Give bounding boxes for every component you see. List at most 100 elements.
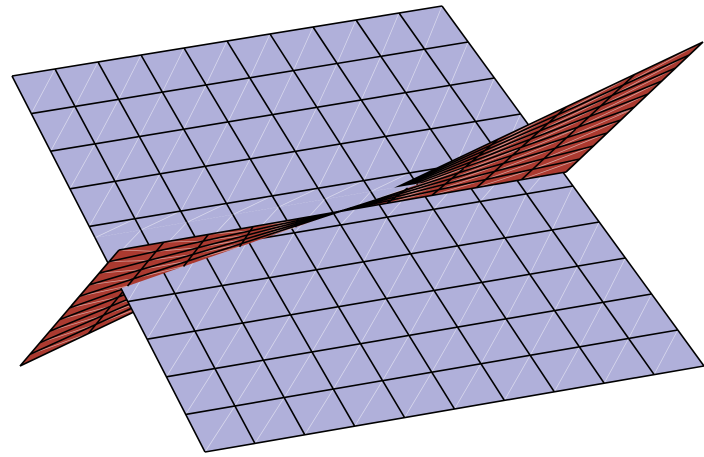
blue-back-mesh-line bbox=[50, 106, 76, 152]
blue-front-mesh-line bbox=[268, 232, 295, 278]
blue-front-mesh-line bbox=[385, 253, 411, 299]
blue-front-mesh-line bbox=[290, 269, 317, 316]
blue-back-mesh-line bbox=[114, 136, 140, 182]
red-upper-mesh-line bbox=[503, 137, 567, 164]
blue-front-mesh-line bbox=[529, 310, 555, 356]
red-upper-surface bbox=[71, 109, 632, 306]
red-lower-mesh-line bbox=[600, 67, 676, 107]
blue-front-mesh-line bbox=[529, 229, 553, 275]
blue-back-mesh-line bbox=[134, 173, 161, 219]
blue-back-mesh-line bbox=[227, 77, 251, 123]
blue-front-mesh-line bbox=[360, 298, 387, 344]
red-upper-mesh-line bbox=[494, 147, 556, 172]
blue-front-mesh-line bbox=[166, 330, 196, 377]
blue-back-grid-line bbox=[97, 61, 188, 223]
blue-back-mesh-line bbox=[204, 121, 229, 167]
blue-back-mesh-line bbox=[159, 129, 185, 175]
red-upper-mesh-line bbox=[543, 132, 608, 160]
blue-front-mesh-line bbox=[457, 201, 481, 247]
blue-back-mesh-line bbox=[316, 63, 338, 108]
blue-back-grid-line bbox=[269, 33, 372, 192]
blue-back-grid-line bbox=[54, 68, 142, 231]
blue-back-mesh-line bbox=[278, 187, 319, 208]
blue-back-mesh-line bbox=[380, 12, 400, 57]
blue-back-grid-line bbox=[355, 19, 464, 177]
red-lower-mesh-line bbox=[59, 305, 112, 320]
blue-front-mesh-line bbox=[146, 293, 176, 340]
red-lower-mesh-line bbox=[611, 54, 690, 96]
blue-front-mesh-line bbox=[505, 274, 531, 320]
blue-back-grid-line bbox=[312, 26, 418, 185]
blue-back-mesh-line bbox=[449, 41, 469, 86]
blue-front-mesh-line bbox=[234, 360, 264, 407]
blue-front-mesh-line bbox=[214, 322, 244, 369]
blue-front-mesh-line bbox=[579, 302, 604, 348]
red-upper-grid-line bbox=[520, 128, 577, 181]
red-upper-mesh-line bbox=[485, 158, 545, 180]
blue-front-mesh-line bbox=[338, 261, 364, 307]
blue-front-grid-line bbox=[416, 183, 555, 393]
blue-front-mesh-line bbox=[410, 209, 434, 255]
blue-front-mesh-line bbox=[254, 397, 285, 444]
red-upper-mesh-line bbox=[163, 240, 204, 243]
blue-back-mesh-line bbox=[205, 40, 228, 86]
blue-front-mesh-line bbox=[185, 368, 216, 415]
blue-front-mesh-line bbox=[454, 363, 482, 410]
blue-back-grid-line bbox=[226, 40, 326, 200]
blue-back-mesh-line bbox=[360, 56, 382, 101]
blue-back-mesh-line bbox=[139, 91, 163, 137]
blue-front-mesh-line bbox=[283, 351, 313, 398]
blue-back-grid-line bbox=[183, 47, 280, 208]
red-lower-mesh-line bbox=[29, 333, 89, 355]
blue-back-mesh-line bbox=[293, 26, 314, 71]
blue-front-grid-line bbox=[554, 160, 704, 367]
blue-front-mesh-line bbox=[354, 380, 383, 427]
blue-front-mesh-line bbox=[316, 224, 342, 270]
red-upper-mesh-line bbox=[156, 247, 199, 252]
blue-front-mesh-line bbox=[431, 326, 458, 373]
blue-front-mesh-line bbox=[304, 388, 334, 435]
blue-front-grid-line bbox=[462, 175, 605, 384]
blue-front-mesh-line bbox=[653, 329, 679, 375]
blue-back-mesh-line bbox=[271, 151, 296, 197]
blue-back-mesh-line bbox=[94, 218, 136, 238]
blue-back-mesh-line bbox=[385, 92, 406, 137]
blue-back-mesh-line bbox=[409, 128, 431, 174]
red-upper-grid-line bbox=[431, 167, 465, 197]
blue-front-mesh-line bbox=[457, 282, 483, 328]
blue-back-mesh-line bbox=[363, 136, 386, 181]
blue-back-mesh-line bbox=[74, 61, 99, 107]
blue-front-grid-line bbox=[324, 198, 456, 410]
blue-back-mesh-line bbox=[69, 143, 96, 189]
blue-front-mesh-line bbox=[602, 257, 626, 303]
blue-front-mesh-line bbox=[311, 306, 339, 353]
red-lower-mesh-line bbox=[589, 80, 663, 117]
red-upper-mesh-line bbox=[566, 109, 632, 138]
blue-front-grid-line bbox=[204, 365, 704, 453]
blue-back-mesh-line bbox=[226, 158, 251, 204]
red-lower-mesh-line bbox=[49, 314, 104, 332]
blue-back-mesh-line bbox=[249, 33, 271, 78]
red-upper-mesh-line bbox=[476, 168, 533, 188]
blue-back-mesh-line bbox=[162, 47, 185, 93]
blue-back-mesh-line bbox=[324, 180, 364, 200]
blue-front-mesh-line bbox=[504, 193, 527, 239]
blue-back-mesh-line bbox=[180, 166, 206, 212]
blue-back-mesh-line bbox=[294, 107, 318, 152]
blue-back-mesh-line bbox=[340, 99, 362, 145]
blue-back-mesh-line bbox=[424, 5, 443, 50]
red-upper-grid-line bbox=[476, 148, 521, 189]
blue-front-grid-line bbox=[278, 206, 406, 419]
red-upper-mesh-line bbox=[118, 249, 157, 252]
blue-back-mesh-line bbox=[140, 210, 181, 231]
blue-back-mesh-line bbox=[370, 172, 410, 192]
blue-front-mesh-line bbox=[404, 372, 433, 418]
blue-back-mesh-line bbox=[186, 203, 227, 223]
blue-front-mesh-line bbox=[408, 290, 435, 336]
blue-front-mesh-line bbox=[577, 221, 600, 267]
blue-front-grid-line bbox=[127, 221, 600, 303]
blue-back-mesh-line bbox=[118, 54, 142, 100]
blue-front-grid-line bbox=[232, 214, 356, 427]
